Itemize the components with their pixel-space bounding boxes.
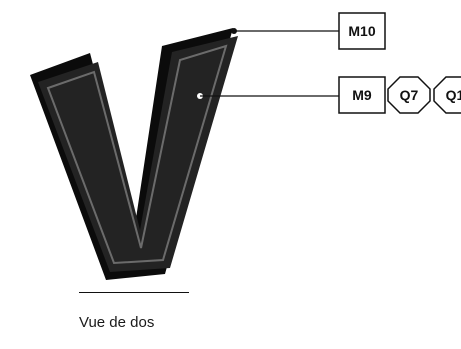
tag-m9: M9: [338, 76, 386, 114]
tag-q1-label: Q1: [446, 87, 461, 103]
letter-v-figure: [30, 28, 238, 280]
tag-m10-label: M10: [348, 23, 375, 39]
tag-q7-label: Q7: [400, 87, 419, 103]
tag-q1: Q1: [433, 76, 461, 114]
letter-v-face: [38, 36, 238, 272]
view-caption: Vue de dos: [79, 314, 155, 331]
tag-m9-label: M9: [352, 87, 372, 103]
caption-rule: [79, 292, 189, 293]
letter-v-outline: [46, 44, 228, 265]
tag-m10: M10: [338, 12, 386, 50]
tag-q7: Q7: [387, 76, 431, 114]
